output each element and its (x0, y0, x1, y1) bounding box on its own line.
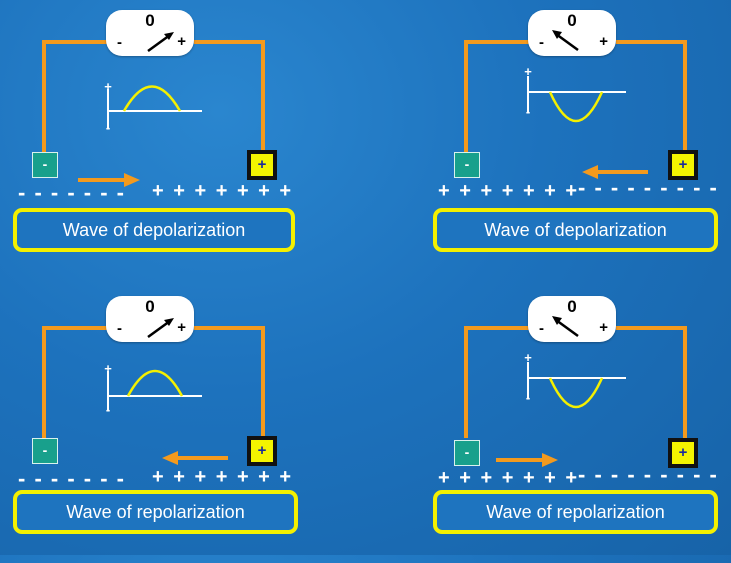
meter-needle (552, 316, 579, 338)
meter-minus-label: - (117, 320, 122, 337)
caption-box: Wave of repolarization (13, 490, 298, 534)
positive-electrode: + (247, 436, 277, 466)
meter-zero-label: 0 (145, 297, 155, 316)
wire (42, 40, 108, 44)
meter-needle (147, 32, 174, 53)
wire (683, 326, 687, 438)
positive-electrode: + (668, 150, 698, 180)
galvanometer: 0 - + (106, 10, 194, 56)
trace-minus-label: - (106, 120, 110, 134)
meter-minus-label: - (539, 320, 544, 337)
meter-minus-label: - (539, 34, 544, 51)
caption-box: Wave of depolarization (13, 208, 295, 252)
trace-plus-label: + (524, 350, 532, 365)
meter-plus-label: + (177, 33, 186, 50)
meter-minus-label: - (117, 34, 122, 51)
ecg-trace-upward: + - (104, 361, 202, 416)
membrane-negative-charges: - - - - - - - (18, 466, 126, 491)
ecg-trace-downward: + - (524, 64, 626, 123)
meter-needle (552, 30, 579, 52)
wire (261, 326, 265, 438)
meter-zero-label: 0 (567, 11, 577, 30)
trace-plus-label: + (104, 79, 112, 94)
positive-electrode-label: + (672, 154, 694, 176)
trace-minus-label: - (526, 390, 530, 405)
galvanometer: 0 - + (528, 10, 616, 56)
membrane-negative-charges: - - - - - - - - - (578, 175, 719, 200)
wire (464, 40, 530, 44)
positive-electrode-label: + (251, 440, 273, 462)
panel-depolarization-right: 0 - + + - - + + + + + + + + - - - - - - … (420, 0, 731, 277)
trace-minus-label: - (106, 402, 110, 416)
meter-plus-label: + (599, 33, 608, 50)
wire (464, 326, 530, 330)
panel-depolarization-left: 0 - + + - - + - - - - - - - + + + + + + … (0, 0, 365, 277)
membrane-negative-charges: - - - - - - - - - (578, 462, 719, 487)
positive-electrode-label: + (251, 154, 273, 176)
negative-electrode: - (454, 440, 480, 466)
caption-box: Wave of depolarization (433, 208, 718, 252)
caption-box: Wave of repolarization (433, 490, 718, 534)
meter-needle (147, 318, 174, 339)
membrane-positive-charges: + + + + + + + (152, 180, 294, 202)
ecg-trace-upward: + - (104, 79, 202, 134)
wire (42, 326, 46, 438)
arrow-right-icon (78, 173, 140, 187)
arrow-right-icon (496, 453, 558, 467)
trace-plus-label: + (104, 361, 112, 376)
membrane-positive-charges: + + + + + + + (152, 466, 294, 488)
wire (42, 40, 46, 152)
arrow-left-icon (162, 451, 228, 465)
meter-zero-label: 0 (567, 297, 577, 316)
positive-electrode-label: + (672, 442, 694, 464)
wire (464, 326, 468, 438)
ecg-trace-downward: + - (524, 350, 626, 409)
wire (42, 326, 108, 330)
negative-electrode: - (454, 152, 480, 178)
panel-repolarization-right: 0 - + + - - + + + + + + + + - - - - - - … (420, 286, 731, 563)
membrane-positive-charges: + + + + + + + (438, 180, 580, 202)
meter-zero-label: 0 (145, 11, 155, 30)
wire (464, 40, 468, 152)
panel-repolarization-left: 0 - + + - - + - - - - - - - + + + + + + … (0, 286, 365, 563)
trace-minus-label: - (526, 104, 530, 119)
negative-electrode: - (32, 438, 58, 464)
negative-electrode: - (32, 152, 58, 178)
wire (616, 40, 687, 44)
meter-plus-label: + (177, 319, 186, 336)
membrane-positive-charges: + + + + + + + (438, 467, 580, 489)
wire (616, 326, 687, 330)
galvanometer: 0 - + (106, 296, 194, 342)
wire (683, 40, 687, 152)
arrow-left-icon (582, 165, 648, 179)
wire (194, 40, 265, 44)
wire (261, 40, 265, 152)
wire (194, 326, 265, 330)
meter-plus-label: + (599, 319, 608, 336)
membrane-negative-charges: - - - - - - - (18, 180, 126, 205)
positive-electrode: + (247, 150, 277, 180)
trace-plus-label: + (524, 64, 532, 79)
positive-electrode: + (668, 438, 698, 468)
galvanometer: 0 - + (528, 296, 616, 342)
